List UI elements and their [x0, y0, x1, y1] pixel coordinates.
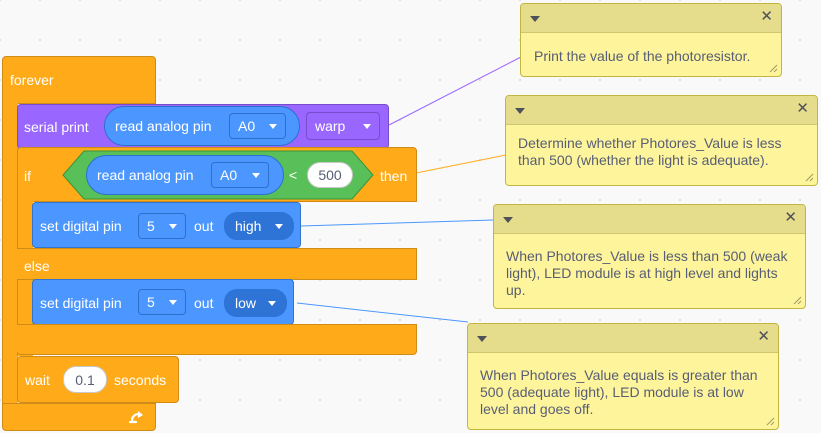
level-low-value: low: [235, 295, 257, 311]
forever-arm: [2, 102, 18, 412]
comment-link-serial: [388, 56, 522, 126]
level-dropdown-high[interactable]: high: [224, 212, 294, 240]
level-high-value: high: [235, 218, 262, 234]
out-label: out: [194, 218, 214, 234]
seconds-label: seconds: [114, 372, 167, 388]
chevron-down-icon: [268, 300, 276, 306]
lt-symbol: <: [289, 167, 298, 183]
comment-header[interactable]: ✕: [468, 324, 778, 353]
else-bar: [17, 248, 417, 280]
close-icon[interactable]: ✕: [757, 328, 770, 345]
resize-grip-icon[interactable]: [766, 417, 775, 426]
resize-grip-icon[interactable]: [805, 173, 814, 182]
chevron-down-icon: [275, 223, 283, 229]
forever-bottom: [2, 403, 156, 431]
comment-text[interactable]: Print the value of the photoresistor.: [534, 48, 751, 64]
comment-note-if[interactable]: ✕ Determine whether Photores_Value is le…: [505, 95, 818, 186]
forever-label: forever: [10, 72, 54, 88]
close-icon[interactable]: ✕: [796, 100, 809, 117]
if-else-bottom: [17, 324, 417, 355]
warp-dropdown[interactable]: warp: [306, 112, 380, 140]
else-label: else: [24, 258, 50, 274]
digital-pin-dropdown-high[interactable]: 5: [138, 213, 186, 239]
out-label: out: [194, 295, 214, 311]
set-digital-label: set digital pin: [40, 218, 122, 234]
close-icon[interactable]: ✕: [760, 8, 773, 25]
chevron-down-icon: [269, 123, 277, 129]
digital-pin-value: 5: [147, 218, 155, 234]
rotate-arrow-icon: [128, 411, 143, 424]
resize-grip-icon[interactable]: [769, 64, 778, 73]
comment-note-serial[interactable]: ✕ Print the value of the photoresistor.: [520, 3, 782, 77]
comment-link-low: [296, 302, 469, 323]
comment-link-if: [415, 154, 507, 174]
read-analog-label: read analog pin: [115, 118, 212, 134]
comment-link-high: [300, 219, 494, 227]
wait-seconds-input[interactable]: 0.1: [63, 366, 107, 393]
comment-text[interactable]: Determine whether Photores_Value is less…: [518, 135, 782, 168]
warp-label: warp: [315, 118, 346, 134]
threshold-input[interactable]: 500: [307, 162, 353, 188]
collapse-triangle-icon[interactable]: [515, 108, 525, 114]
forever-block[interactable]: [2, 56, 156, 104]
comment-note-high[interactable]: ✕ When Photores_Value is less than 500 (…: [493, 204, 806, 309]
comment-text[interactable]: When Photores_Value is less than 500 (we…: [506, 248, 788, 298]
digital-pin-dropdown-low[interactable]: 5: [138, 289, 186, 315]
analog-pin-value: A0: [238, 118, 256, 134]
analog-pin-dropdown[interactable]: A0: [229, 113, 286, 139]
chevron-down-icon: [169, 223, 177, 229]
comment-header[interactable]: ✕: [521, 4, 781, 33]
chevron-down-icon: [169, 299, 177, 305]
digital-pin-value: 5: [147, 294, 155, 310]
chevron-down-icon: [363, 123, 371, 129]
comment-text[interactable]: When Photores_Value equals is greater th…: [480, 367, 758, 417]
read-analog-label: read analog pin: [97, 167, 194, 183]
serial-print-label: serial print: [24, 119, 89, 135]
close-icon[interactable]: ✕: [784, 209, 797, 226]
collapse-triangle-icon[interactable]: [530, 16, 540, 22]
wait-label: wait: [25, 372, 50, 388]
chevron-down-icon: [252, 172, 260, 178]
then-label: then: [380, 168, 408, 184]
set-digital-label: set digital pin: [40, 295, 122, 311]
analog-pin-value: A0: [220, 167, 238, 183]
if-label: if: [24, 168, 31, 184]
collapse-triangle-icon[interactable]: [477, 336, 487, 342]
level-dropdown-low[interactable]: low: [224, 289, 287, 317]
collapse-triangle-icon[interactable]: [503, 217, 513, 223]
comment-note-low[interactable]: ✕ When Photores_Value equals is greater …: [467, 323, 779, 430]
comment-header[interactable]: ✕: [506, 96, 817, 125]
comment-header[interactable]: ✕: [494, 205, 805, 234]
analog-pin-dropdown-if[interactable]: A0: [211, 162, 269, 188]
resize-grip-icon[interactable]: [793, 296, 802, 305]
